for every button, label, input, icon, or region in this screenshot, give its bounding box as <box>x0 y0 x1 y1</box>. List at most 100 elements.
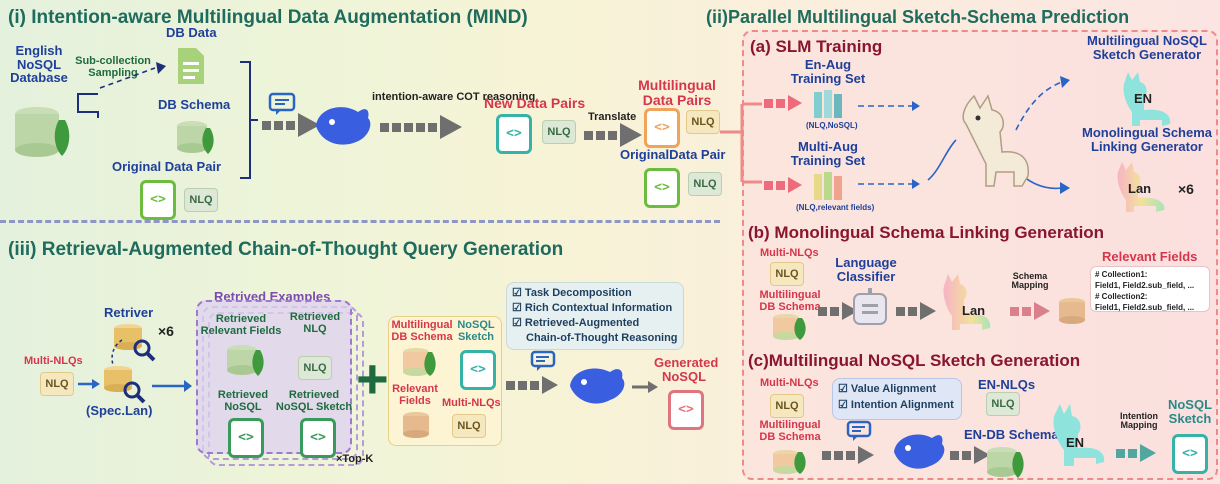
sketch-db-icon <box>773 450 806 474</box>
retrieved-augmented-text: Retrieved-Augmented <box>524 317 640 329</box>
mono-multi-nlqs-label: Multi-NLQs <box>760 247 819 259</box>
translate-label: Translate <box>588 111 637 123</box>
schema-mapping-label: Schema Mapping <box>1011 271 1049 291</box>
new-nlq-chip: NLQ <box>542 120 576 144</box>
sketch-arrow-2 <box>950 446 990 464</box>
value-alignment-text: Value Alignment <box>850 383 937 395</box>
sketch-arrow-1 <box>822 446 874 464</box>
mono-db-icon <box>773 314 806 340</box>
generated-nosql-label: Generated NoSQL <box>654 355 719 384</box>
original-data-pair-label: Original Data Pair <box>112 159 222 174</box>
multi-aug-training-set-label: Multi-Aug Training Set <box>790 139 866 168</box>
slm-training-title: (a) SLM Training <box>750 37 883 56</box>
parallel-section-title: (ii)Parallel Multilingual Sketch-Schema … <box>706 7 1130 27</box>
original-nosql-doc-icon: <> <box>140 180 176 220</box>
retrieved-nosql-icon: <> <box>228 418 264 458</box>
cot-bubble <box>506 282 684 350</box>
en-aug-subtitle: (NLQ,NoSQL) <box>806 121 858 130</box>
en-nlqs-label: EN-NLQs <box>978 377 1036 392</box>
multilingual-data-pairs-label: Multilingual Data Pairs <box>638 77 716 108</box>
multilingual-nlq-chip: NLQ <box>686 110 720 134</box>
retrieved-sketch-icon: <> <box>300 418 336 458</box>
intention-alignment-text: Intention Alignment <box>850 399 954 411</box>
sketch-deepseek-icon <box>894 434 945 469</box>
language-classifier-icon <box>853 288 887 325</box>
top-k-label: ×Top-K <box>336 453 374 465</box>
mind-arrow-1 <box>262 113 320 137</box>
mono-lan-llama-icon <box>943 274 991 330</box>
translate-arrow <box>584 123 642 147</box>
rag-prompt-icon <box>530 350 556 371</box>
english-database-icon <box>15 107 70 157</box>
mind-arrow-2 <box>380 115 462 139</box>
rag-arrow-in <box>78 379 100 389</box>
rag-nlq-chip: NLQ <box>40 372 74 396</box>
sketch-nlq-chip: NLQ <box>770 394 804 418</box>
rag-relevant-fields-db-icon <box>403 412 429 438</box>
sketch-en-label: EN <box>1066 435 1085 450</box>
multi-aug-arrow <box>764 177 802 193</box>
original-nlq-chip-2: NLQ <box>688 172 722 196</box>
mind-section-title: (i) Intention-aware Multilingual Data Au… <box>8 7 528 28</box>
rag-arrow-final <box>632 381 658 393</box>
intention-mapping-label: Intention Mapping <box>1120 411 1158 431</box>
mono-nlq-chip: NLQ <box>770 262 804 286</box>
mono-arrow-2 <box>896 302 936 320</box>
en-aug-training-set-label: En-Aug Training Set <box>790 57 866 86</box>
retriver-label: Retriver <box>104 305 154 320</box>
relevant-fields-title: Relevant Fields <box>1102 249 1198 264</box>
rich-context-item: ☑ Rich Contextual Information <box>512 302 673 314</box>
retrieved-augmented-item: ☑ Retrieved-Augmented <box>512 317 640 329</box>
intention-mapping-arrow <box>1116 444 1156 462</box>
rich-context-text: Rich Contextual Information <box>524 302 673 314</box>
mono-schema-linking-title: (b) Monolingual Schema Linking Generatio… <box>748 223 1105 242</box>
intention-alignment-item: ☑ Intention Alignment <box>838 399 954 411</box>
rag-section-title: (iii) Retrieval-Augmented Chain-of-Thoug… <box>8 239 564 260</box>
en-nlq-chip: NLQ <box>986 392 1020 416</box>
db-data-icon <box>178 48 204 84</box>
relevant-fields-box: # Collection1: Field1, Field2.sub_field,… <box>1090 266 1210 312</box>
retrieved-nlq-chip: NLQ <box>298 356 332 380</box>
en-llama-label: EN <box>1134 91 1153 106</box>
rag-sketch-icon: <> <box>460 350 496 390</box>
task-decomposition-text: Task Decomposition <box>524 287 632 299</box>
original-nosql-doc-icon-2: <> <box>644 168 680 208</box>
task-decomposition-item: ☑ Task Decomposition <box>512 287 632 299</box>
rag-arrow-out <box>506 376 558 394</box>
mono-multi-db-schema-label: Multilingual DB Schema <box>759 289 821 313</box>
retrieved-nosql-label: Retrieved NoSQL <box>217 389 269 413</box>
retrieved-sketch-label: Retrieved NoSQL Sketch <box>275 389 353 413</box>
sketch-generator-label: Multilingual NoSQL Sketch Generator <box>1087 33 1207 62</box>
generated-nosql-icon: <> <box>668 390 704 430</box>
alignment-bubble <box>832 378 962 420</box>
relevant-fields-db-icon <box>1059 298 1085 324</box>
retrieved-nlq-label: Retrieved NLQ <box>289 311 341 335</box>
en-db-schema-label: EN-DB Schema <box>964 427 1059 442</box>
mono-lan-label: Lan <box>962 303 986 318</box>
sub-collection-sampling-label: Sub-collection Sampling <box>75 55 151 79</box>
db-data-label: DB Data <box>166 25 217 40</box>
retrieved-fields-db-icon <box>227 345 264 376</box>
retriever-times-six: ×6 <box>158 323 174 339</box>
rag-schema-db-icon <box>403 348 436 376</box>
rag-deepseek-icon <box>570 368 625 404</box>
multi-aug-subtitle: (NLQ,relevant fields) <box>796 203 875 212</box>
rag-relevant-fields-label: Relevant Fields <box>392 383 438 407</box>
language-classifier-label: Language Classifier <box>835 255 897 284</box>
sampling-arrows <box>77 62 166 118</box>
sketch-gen-title: (c)Multilingual NoSQL Sketch Generation <box>748 351 1081 370</box>
lan-times-six: ×6 <box>1178 181 1194 197</box>
retrieved-relevant-fields-label: Retrieved Relevant Fields <box>200 313 282 337</box>
prompt-bubble-icon <box>268 92 296 115</box>
rag-multi-nlqs2-label: Multi-NLQs <box>442 397 501 409</box>
section-divider <box>0 220 720 223</box>
english-nosql-database-label: English NoSQL Database <box>10 43 68 86</box>
lan-llama-label: Lan <box>1128 181 1152 196</box>
nosql-sketch-output-icon: <> <box>1172 434 1208 474</box>
cot-reasoning-label: intention-aware COT reasoning <box>372 91 536 103</box>
rag-arrow-to-examples <box>152 380 192 392</box>
sketch-en-llama-icon <box>1053 404 1105 466</box>
new-nosql-doc-icon: <> <box>496 114 532 154</box>
en-llama-icon <box>1123 72 1171 126</box>
